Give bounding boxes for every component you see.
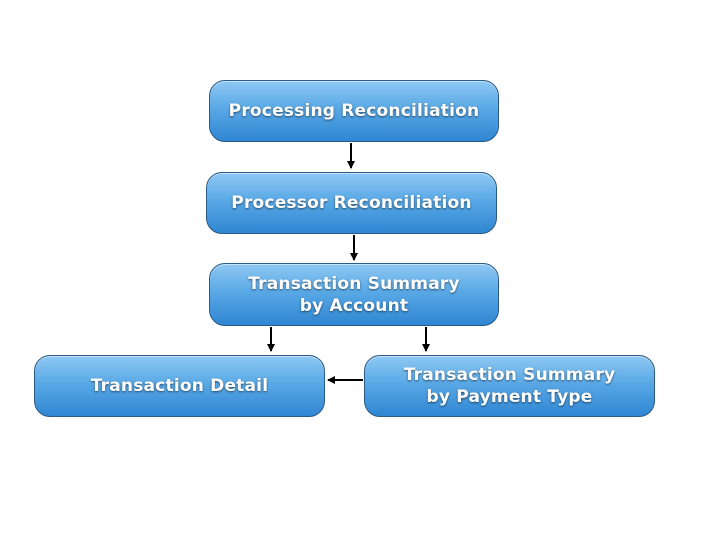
node-label-line: by Payment Type: [426, 387, 593, 407]
node-label-line: Processing Reconciliation: [228, 101, 480, 121]
node-label-line: Transaction Summary: [248, 273, 460, 294]
node-label: Processing Reconciliation: [229, 100, 480, 122]
node-transaction-detail[interactable]: Transaction Detail: [34, 355, 325, 417]
node-processor-reconciliation[interactable]: Processor Reconciliation: [206, 172, 497, 234]
node-label-line: Transaction Detail: [90, 376, 269, 396]
node-label-line: Processor Reconciliation: [231, 193, 472, 213]
node-label: Transaction Summary by Account: [248, 273, 460, 317]
node-label-line: by Account: [299, 295, 409, 316]
node-label: Transaction Detail: [91, 375, 269, 397]
node-transaction-summary-by-payment-type[interactable]: Transaction Summary by Payment Type: [364, 355, 655, 417]
node-label: Processor Reconciliation: [231, 192, 471, 214]
node-transaction-summary-by-account[interactable]: Transaction Summary by Account: [209, 263, 499, 326]
node-processing-reconciliation[interactable]: Processing Reconciliation: [209, 80, 499, 142]
node-label: Transaction Summary by Payment Type: [404, 364, 616, 408]
node-label-line: Transaction Summary: [403, 365, 616, 385]
